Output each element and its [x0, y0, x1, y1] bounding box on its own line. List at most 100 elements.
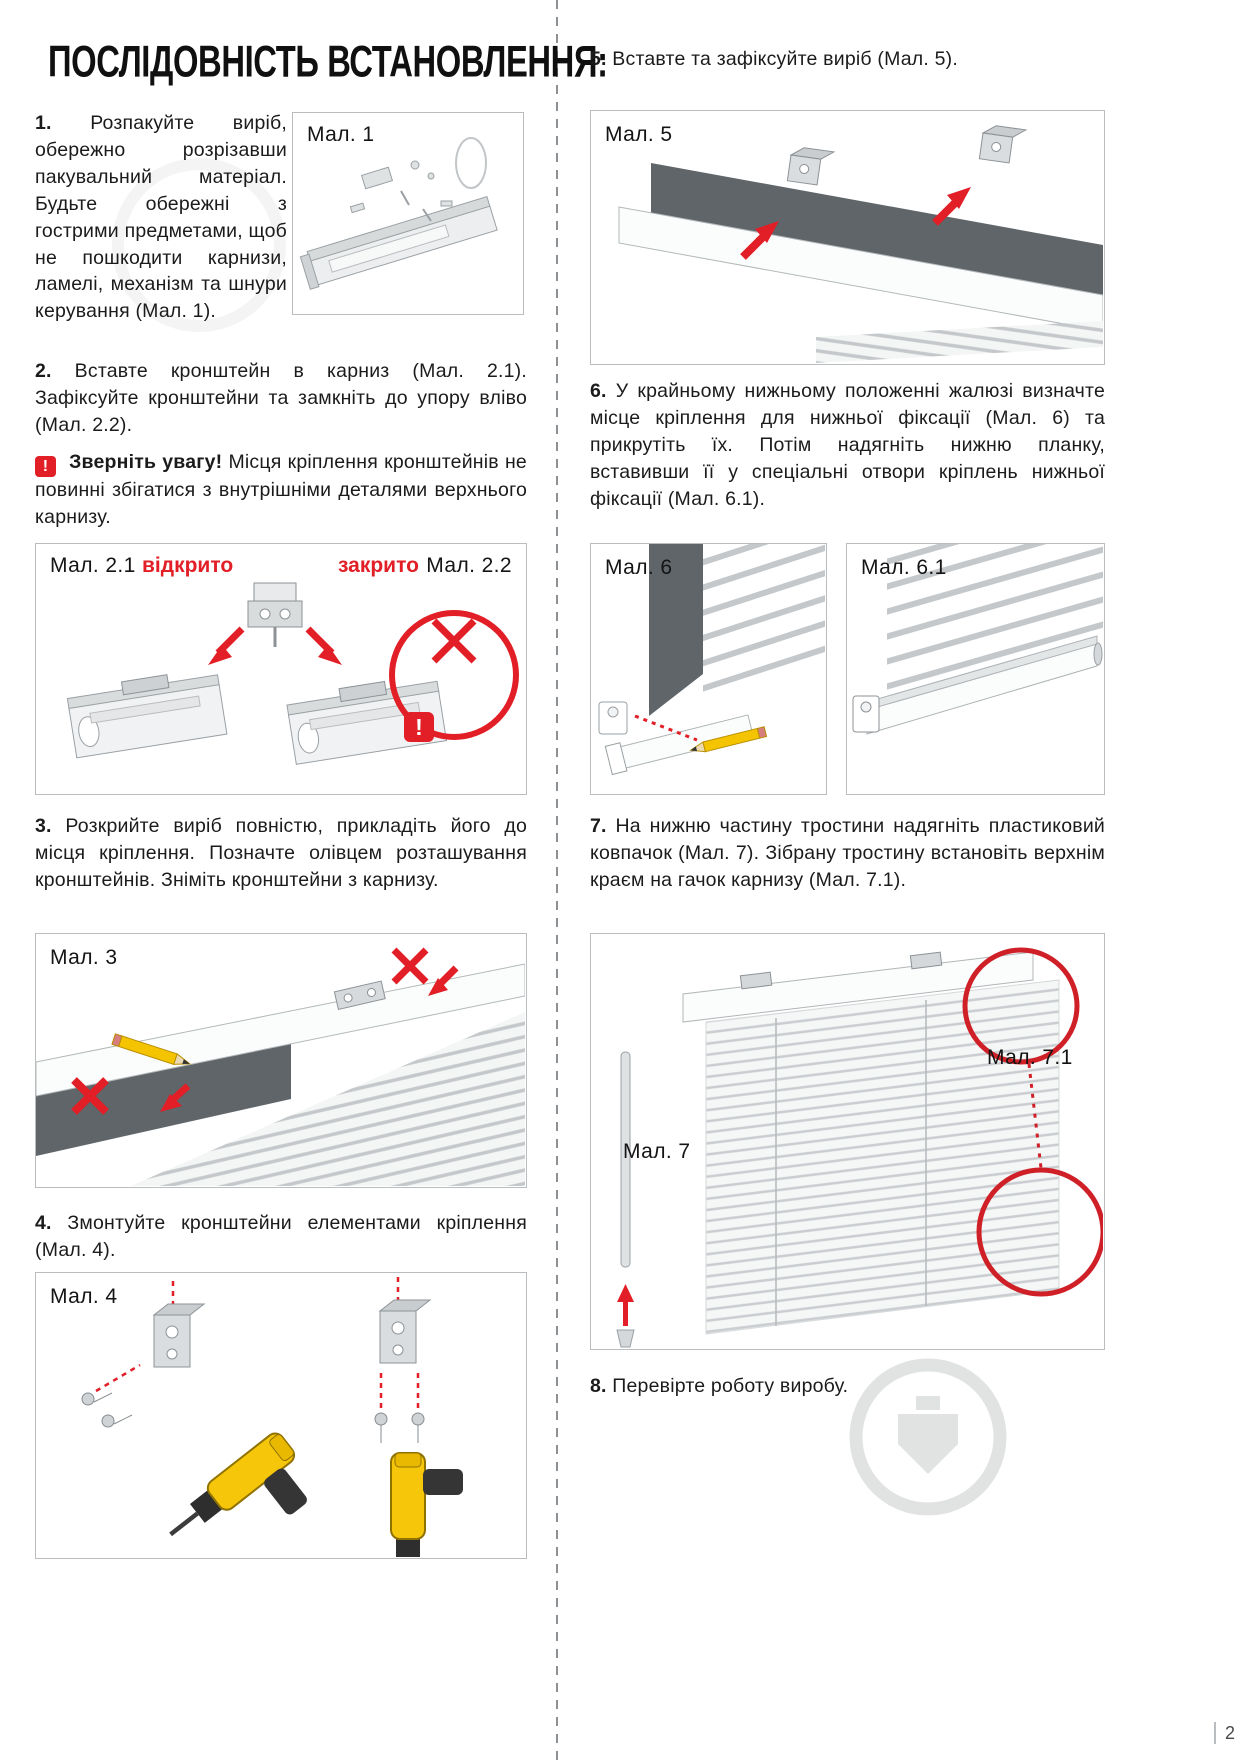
small-parts: [349, 160, 453, 222]
bracket-icon: [739, 971, 773, 990]
closed-label: закрито: [338, 554, 419, 577]
red-cross-top-icon: [391, 947, 459, 996]
tilt-wand: [616, 1051, 635, 1348]
slats-area: [816, 321, 1103, 363]
figure-4: Мал. 4: [35, 1272, 527, 1559]
page-number: 2: [1213, 1722, 1235, 1744]
red-cross-left-icon: [71, 1077, 191, 1115]
step-7-body: На нижню частину тростини надягніть плас…: [590, 815, 1106, 891]
figure-1: Мал. 1: [292, 112, 524, 315]
fixation-bracket: [852, 695, 880, 733]
figure-6-1-label: Мал. 6.1: [861, 556, 947, 579]
step-7-number: 7.: [590, 815, 607, 837]
step-1-body: Розпакуйте виріб, обережно розрізавши па…: [35, 112, 288, 323]
cornice-parts-illustration: [299, 137, 498, 290]
step-6-body: У крайньому нижньому положенні жалюзі ви…: [590, 380, 1106, 510]
figure-5: Мал. 5: [590, 110, 1105, 365]
step-7-text: 7. На нижню частину тростини надягніть п…: [590, 813, 1105, 894]
step-1-text: 1. Розпакуйте виріб, обережно розрізавши…: [35, 110, 287, 325]
red-arrow-icon: [740, 221, 779, 260]
bracket-icon: [247, 582, 303, 647]
slats-area: [887, 544, 1103, 694]
pencil-icon: [111, 1033, 192, 1066]
figure-4-label: Мал. 4: [50, 1285, 118, 1308]
bracket-mounting-illustration: [66, 582, 519, 765]
rail-end-cap: [1093, 642, 1103, 666]
insert-product-illustration: [618, 125, 1103, 363]
step-3-text: 3. Розкрийте виріб повністю, прикладіть …: [35, 813, 527, 894]
red-arrow-icon: [932, 187, 971, 226]
cornice-rail: [299, 195, 498, 290]
red-circle-cross-icon: [389, 610, 519, 740]
mark-bottom-fixation-illustration: [598, 544, 825, 776]
slats-area: [703, 544, 825, 704]
fixation-bracket: [598, 701, 628, 735]
drill-icon: [390, 1452, 463, 1557]
step-8-number: 8.: [590, 1375, 607, 1397]
screw-icon: [81, 1392, 425, 1443]
step-2-warning: ! Зверніть увагу! Місця кріплення кроншт…: [35, 449, 527, 531]
red-highlight-circles: [962, 947, 1103, 1297]
step-4-body: Змонтуйте кронштейни елементами кріпленн…: [35, 1212, 528, 1261]
step-2-number: 2.: [35, 360, 52, 382]
figure-7: Мал. 7.1 Мал. 7: [590, 933, 1105, 1350]
cornice-open: [66, 674, 228, 759]
brand-watermark-logo: [849, 1358, 1007, 1516]
bracket-icon: [152, 1303, 206, 1368]
step-5-text: 5. Вставте та зафіксуйте виріб (Мал. 5).: [590, 46, 1105, 73]
figure-6-1: Мал. 6.1: [846, 543, 1105, 795]
step-1-number: 1.: [35, 112, 52, 134]
bottom-rail-illustration: [852, 544, 1103, 735]
warning-icon: !: [35, 455, 56, 477]
figure-6: Мал. 6: [590, 543, 827, 795]
page-title: ПОСЛІДОВНІСТЬ ВСТАНОВЛЕННЯ:: [48, 36, 608, 86]
step-2-body: Вставте кронштейн в карниз (Мал. 2.1). З…: [35, 360, 527, 436]
step-4-text: 4. Змонтуйте кронштейни елементами кріпл…: [35, 1210, 527, 1264]
bracket-icon: [378, 1299, 432, 1364]
dark-window-recess: [651, 163, 1103, 307]
step-8-text: 8. Перевірте роботу виробу.: [590, 1373, 1105, 1400]
assembled-blinds-wand-illustration: [616, 947, 1103, 1348]
step-3-body: Розкрийте виріб повністю, прикладіть йог…: [35, 815, 527, 891]
marking-bracket-position-illustration: [36, 947, 525, 1186]
figure-2-1-label: Мал. 2.1: [50, 554, 136, 577]
bracket-icon: [333, 980, 386, 1011]
column-divider-dashed-line: [556, 0, 558, 1760]
figure-3-label: Мал. 3: [50, 946, 118, 969]
step-2-block: 2. Вставте кронштейн в карниз (Мал. 2.1)…: [35, 358, 527, 531]
wand-cap: [616, 1329, 635, 1348]
figure-6-label: Мал. 6: [605, 556, 673, 579]
figure-7-1-label: Мал. 7.1: [987, 1046, 1073, 1069]
pencil-icon: [689, 726, 768, 753]
figure-7-label: Мал. 7: [623, 1140, 691, 1163]
figure-2-2-label: Мал. 2.2: [426, 554, 512, 577]
step-5-number: 5.: [590, 48, 607, 70]
headrail: [618, 206, 1103, 332]
figure-1-label: Мал. 1: [307, 123, 375, 146]
warning-mark-in-figure: !: [404, 712, 434, 742]
dark-window-recess: [649, 544, 703, 716]
drill-icon: [169, 1432, 307, 1537]
red-dotted-guide: [634, 714, 698, 742]
cornice-closed: [286, 680, 448, 765]
red-arrow-left-icon: [208, 626, 245, 665]
step-6-text: 6. У крайньому нижньому положенні жалюзі…: [590, 378, 1105, 513]
drilling-brackets-illustration: [81, 1277, 463, 1557]
open-label: відкрито: [142, 554, 234, 577]
step-6-number: 6.: [590, 380, 607, 402]
step-2-text: 2. Вставте кронштейн в карниз (Мал. 2.1)…: [35, 358, 527, 439]
step-3-number: 3.: [35, 815, 52, 837]
step-5-body: Вставте та зафіксуйте виріб (Мал. 5).: [612, 48, 958, 70]
figure-5-label: Мал. 5: [605, 123, 673, 146]
dark-window-recess: [36, 1039, 291, 1156]
warning-title: Зверніть увагу!: [69, 450, 223, 473]
warning-body: Місця кріплення кронштейнів не повинні з…: [35, 450, 527, 528]
figure-2: Мал. 2.1 відкрито закрито Мал. 2.2 !: [35, 543, 527, 795]
bracket-icon: [909, 951, 943, 970]
red-arrow-right-icon: [305, 626, 342, 665]
slats-area: [131, 1012, 525, 1186]
bracket-icon: [786, 147, 836, 186]
step-8-body: Перевірте роботу виробу.: [612, 1375, 849, 1397]
bracket-icon: [978, 125, 1028, 164]
